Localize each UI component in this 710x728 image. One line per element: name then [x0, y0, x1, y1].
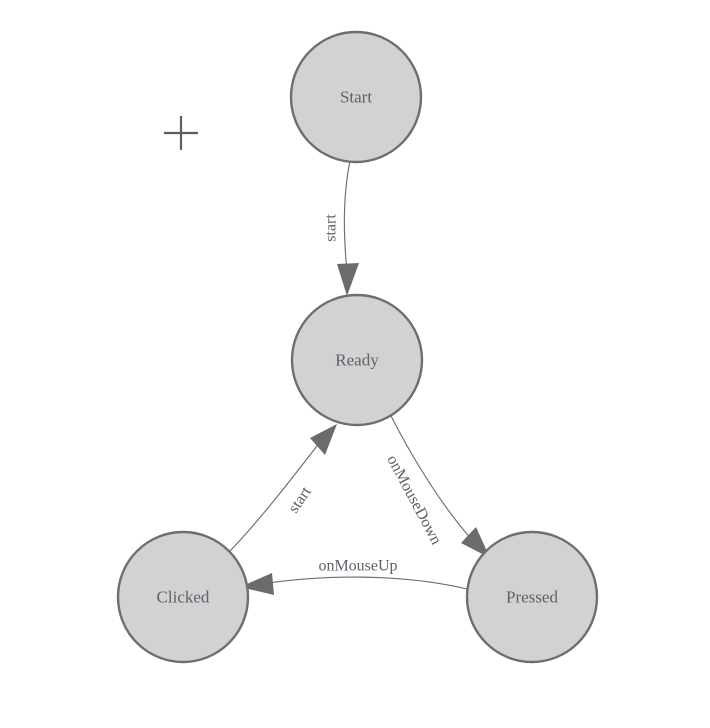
- edge-pressed-to-clicked[interactable]: onMouseUp: [240, 558, 468, 596]
- state-node-pressed-label: Pressed: [506, 588, 558, 607]
- state-node-start-circle[interactable]: [289, 30, 423, 164]
- state-node-ready[interactable]: Ready: [290, 293, 424, 427]
- edge-start-to-ready[interactable]: start: [323, 160, 360, 296]
- edge-path-ready-to-pressed: [388, 411, 474, 542]
- edge-path-clicked-to-ready: [227, 441, 321, 554]
- state-node-ready-circle[interactable]: [290, 293, 424, 427]
- state-node-ready-label: Ready: [335, 351, 379, 370]
- state-node-pressed-circle[interactable]: [465, 530, 599, 664]
- edge-label-ready-to-pressed: onMouseDown: [383, 452, 444, 547]
- state-node-clicked-circle[interactable]: [116, 530, 250, 664]
- state-node-start[interactable]: Start: [289, 30, 423, 164]
- edge-arrowhead-pressed-to-clicked: [240, 573, 274, 595]
- edge-clicked-to-ready[interactable]: start: [227, 424, 337, 554]
- edge-label-start-to-ready: start: [323, 214, 340, 242]
- state-node-clicked[interactable]: Clicked: [116, 530, 250, 664]
- state-node-pressed[interactable]: Pressed: [465, 530, 599, 664]
- edge-ready-to-pressed[interactable]: onMouseDown: [383, 411, 490, 558]
- edge-label-clicked-to-ready: start: [285, 483, 315, 516]
- edge-arrowhead-clicked-to-ready: [310, 424, 337, 455]
- state-node-clicked-label: Clicked: [157, 588, 210, 607]
- plus-icon[interactable]: [164, 116, 198, 150]
- edge-arrowhead-start-to-ready: [337, 263, 359, 296]
- state-node-start-label: Start: [340, 88, 372, 107]
- edge-arrowhead-ready-to-pressed: [461, 527, 490, 558]
- edge-path-start-to-ready: [343, 160, 351, 273]
- node-layer: Start Ready Clicked Pressed: [116, 30, 599, 664]
- edge-path-pressed-to-clicked: [261, 576, 468, 590]
- edge-label-pressed-to-clicked: onMouseUp: [318, 558, 397, 575]
